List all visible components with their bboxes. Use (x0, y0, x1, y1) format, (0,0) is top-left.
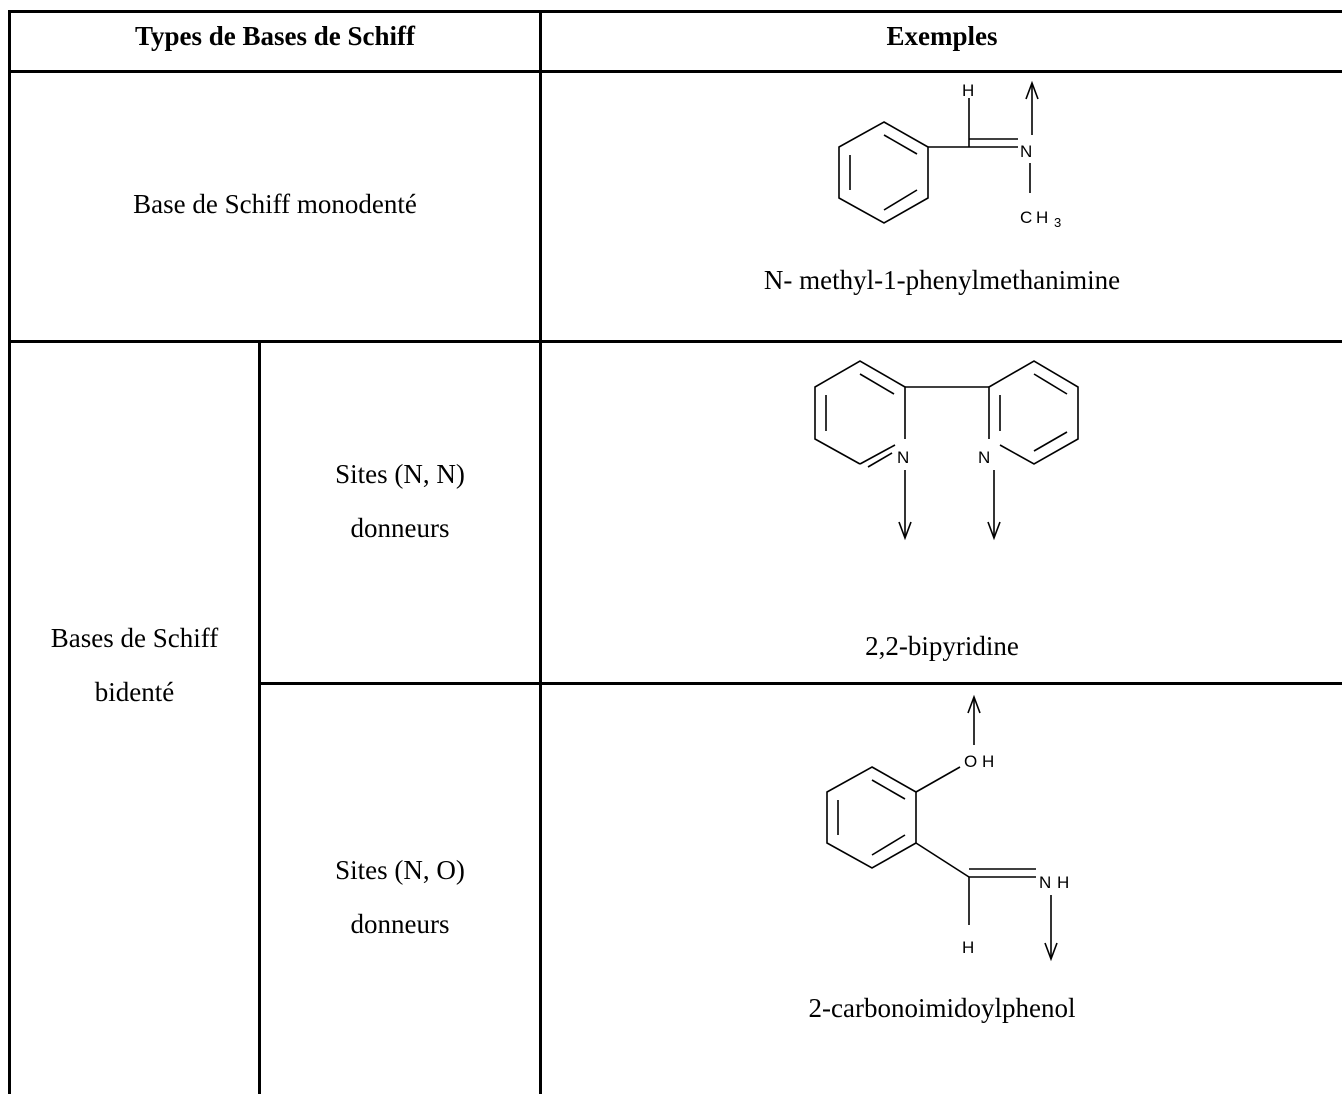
bipyridine-structure: N N (814, 360, 1079, 541)
column-divider-sites (258, 340, 261, 1094)
atom-ch3-sub: 3 (1054, 215, 1061, 230)
example-name-row1: N- methyl-1-phenylmethanimine (763, 265, 1121, 295)
atom-ch3-h: H (1036, 208, 1048, 227)
atom-nh-h: H (1057, 873, 1069, 892)
benzene-ring (826, 766, 917, 869)
table-border-left (8, 10, 11, 1094)
header-bottom-border (8, 70, 1342, 73)
sites-nn-line2: donneurs (350, 513, 450, 543)
table-border-top (8, 10, 1342, 13)
arrow-down-icon (1044, 942, 1058, 962)
arrow-up-icon (967, 694, 981, 714)
example-name-nn: 2,2-bipyridine (865, 631, 1019, 661)
example-name-no: 2-carbonoimidoylphenol (808, 993, 1076, 1023)
arrow-down-icon (898, 521, 912, 541)
subrow-divider (258, 682, 1342, 685)
atom-h: H (962, 938, 974, 957)
atom-o: O (964, 752, 977, 771)
group-label-line2: bidenté (94, 677, 175, 707)
atom-n: N (1039, 873, 1051, 892)
header-examples: Exemples (886, 21, 998, 51)
arrow-down-icon (987, 521, 1001, 541)
row1-bottom-border (8, 340, 1342, 343)
carbonoimidoylphenol-structure: O H H N H (826, 694, 1069, 962)
atom-c: C (1020, 208, 1032, 227)
sites-nn-line1: Sites (N, N) (335, 459, 465, 489)
benzene-ring (838, 121, 929, 224)
type-monodentate: Base de Schiff monodenté (133, 189, 417, 219)
group-label-line1: Bases de Schiff (50, 623, 219, 653)
sites-no-line1: Sites (N, O) (335, 855, 465, 885)
column-divider-main (539, 10, 542, 1094)
atom-oh-h: H (982, 752, 994, 771)
atom-n: N (1020, 142, 1032, 161)
header-types: Types de Bases de Schiff (134, 21, 416, 51)
atom-h: H (962, 81, 974, 100)
atom-n2: N (978, 448, 990, 467)
arrow-up-icon (1025, 80, 1039, 100)
sites-no-line2: donneurs (350, 909, 450, 939)
atom-n1: N (897, 448, 909, 467)
methylphenylmethanimine-structure: H N C H 3 (838, 80, 1061, 230)
